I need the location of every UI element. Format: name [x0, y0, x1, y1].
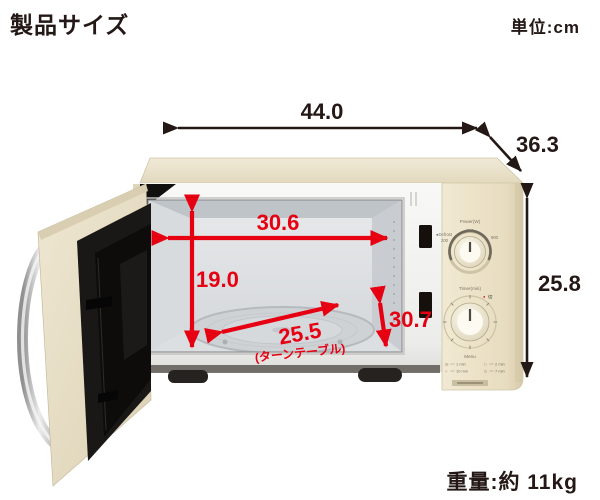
outer-dimension-arrows	[163, 121, 534, 378]
foot-right	[358, 368, 402, 382]
menu-list: ◎ 1 min □ 2 min ○ 10 min ◇ 7 min	[445, 362, 505, 374]
open-door	[37, 183, 152, 487]
door-window	[95, 224, 151, 437]
power-mark-defrost: ●Defrost	[436, 232, 453, 237]
timer-off-dot: ●	[483, 294, 486, 299]
power-label: Power(W)	[460, 219, 481, 224]
power-mark-500: 500	[467, 228, 475, 233]
menu-item-label: 7 min	[495, 369, 505, 374]
inner-dimension-arrows	[151, 194, 392, 349]
door-latch-hook-upper	[86, 296, 112, 310]
dim-outer-depth: 36.3	[516, 132, 559, 157]
door-latch-hook-lower	[98, 390, 118, 403]
menu-item-icon: ◇	[484, 369, 488, 374]
menu-item-icon: ○	[445, 369, 448, 374]
menu-item-icon: □	[484, 362, 487, 367]
door-top-edge	[38, 184, 148, 240]
dim-outer-width: 44.0	[301, 99, 344, 124]
unit-label: 単位:cm	[510, 18, 580, 37]
dim-cavity-height: 19.0	[196, 267, 239, 292]
power-knob	[448, 229, 492, 274]
dim-outer-height: 25.8	[538, 271, 581, 296]
timer-label: Timer(min)	[459, 286, 481, 291]
power-mark-900: 900	[491, 235, 499, 240]
timer-knob	[443, 295, 497, 349]
cavity-left-wall	[148, 200, 190, 352]
latch-slot-upper	[419, 225, 432, 248]
menu-item-label: 10 min	[456, 369, 468, 374]
dim-cavity-width: 30.6	[257, 210, 300, 235]
menu-label: Menu	[464, 354, 476, 359]
arrow-turntable	[204, 300, 340, 344]
page-title: 製品サイズ	[10, 12, 130, 38]
latch-slot-lower	[419, 292, 432, 318]
menu-item-label: 2 min	[495, 362, 505, 367]
foot-left	[168, 370, 208, 383]
cavity-top-wall	[148, 200, 402, 218]
base-strip	[150, 365, 440, 373]
body-top-face	[139, 157, 524, 184]
menu-item-label: 1 min	[456, 362, 466, 367]
timer-off-label: 切	[488, 294, 493, 301]
power-mark-200: 200	[441, 238, 449, 243]
brand-plate-text-blur	[457, 382, 483, 384]
door-window-reflection	[120, 250, 147, 360]
arrow-cavity-depth	[369, 285, 392, 348]
arrow-outer-depth	[475, 121, 522, 172]
dim-cavity-depth: 30.7	[389, 307, 432, 332]
menu-item-icon: ◎	[445, 362, 449, 367]
timer-ticks	[443, 295, 497, 349]
vent-dots	[393, 221, 395, 322]
turntable-roller-left	[222, 339, 228, 345]
weight-label: 重量:約 11kg	[446, 471, 578, 494]
control-panel: Power(W) 500 ●Defrost 200 900 Timer(min)	[436, 182, 524, 391]
